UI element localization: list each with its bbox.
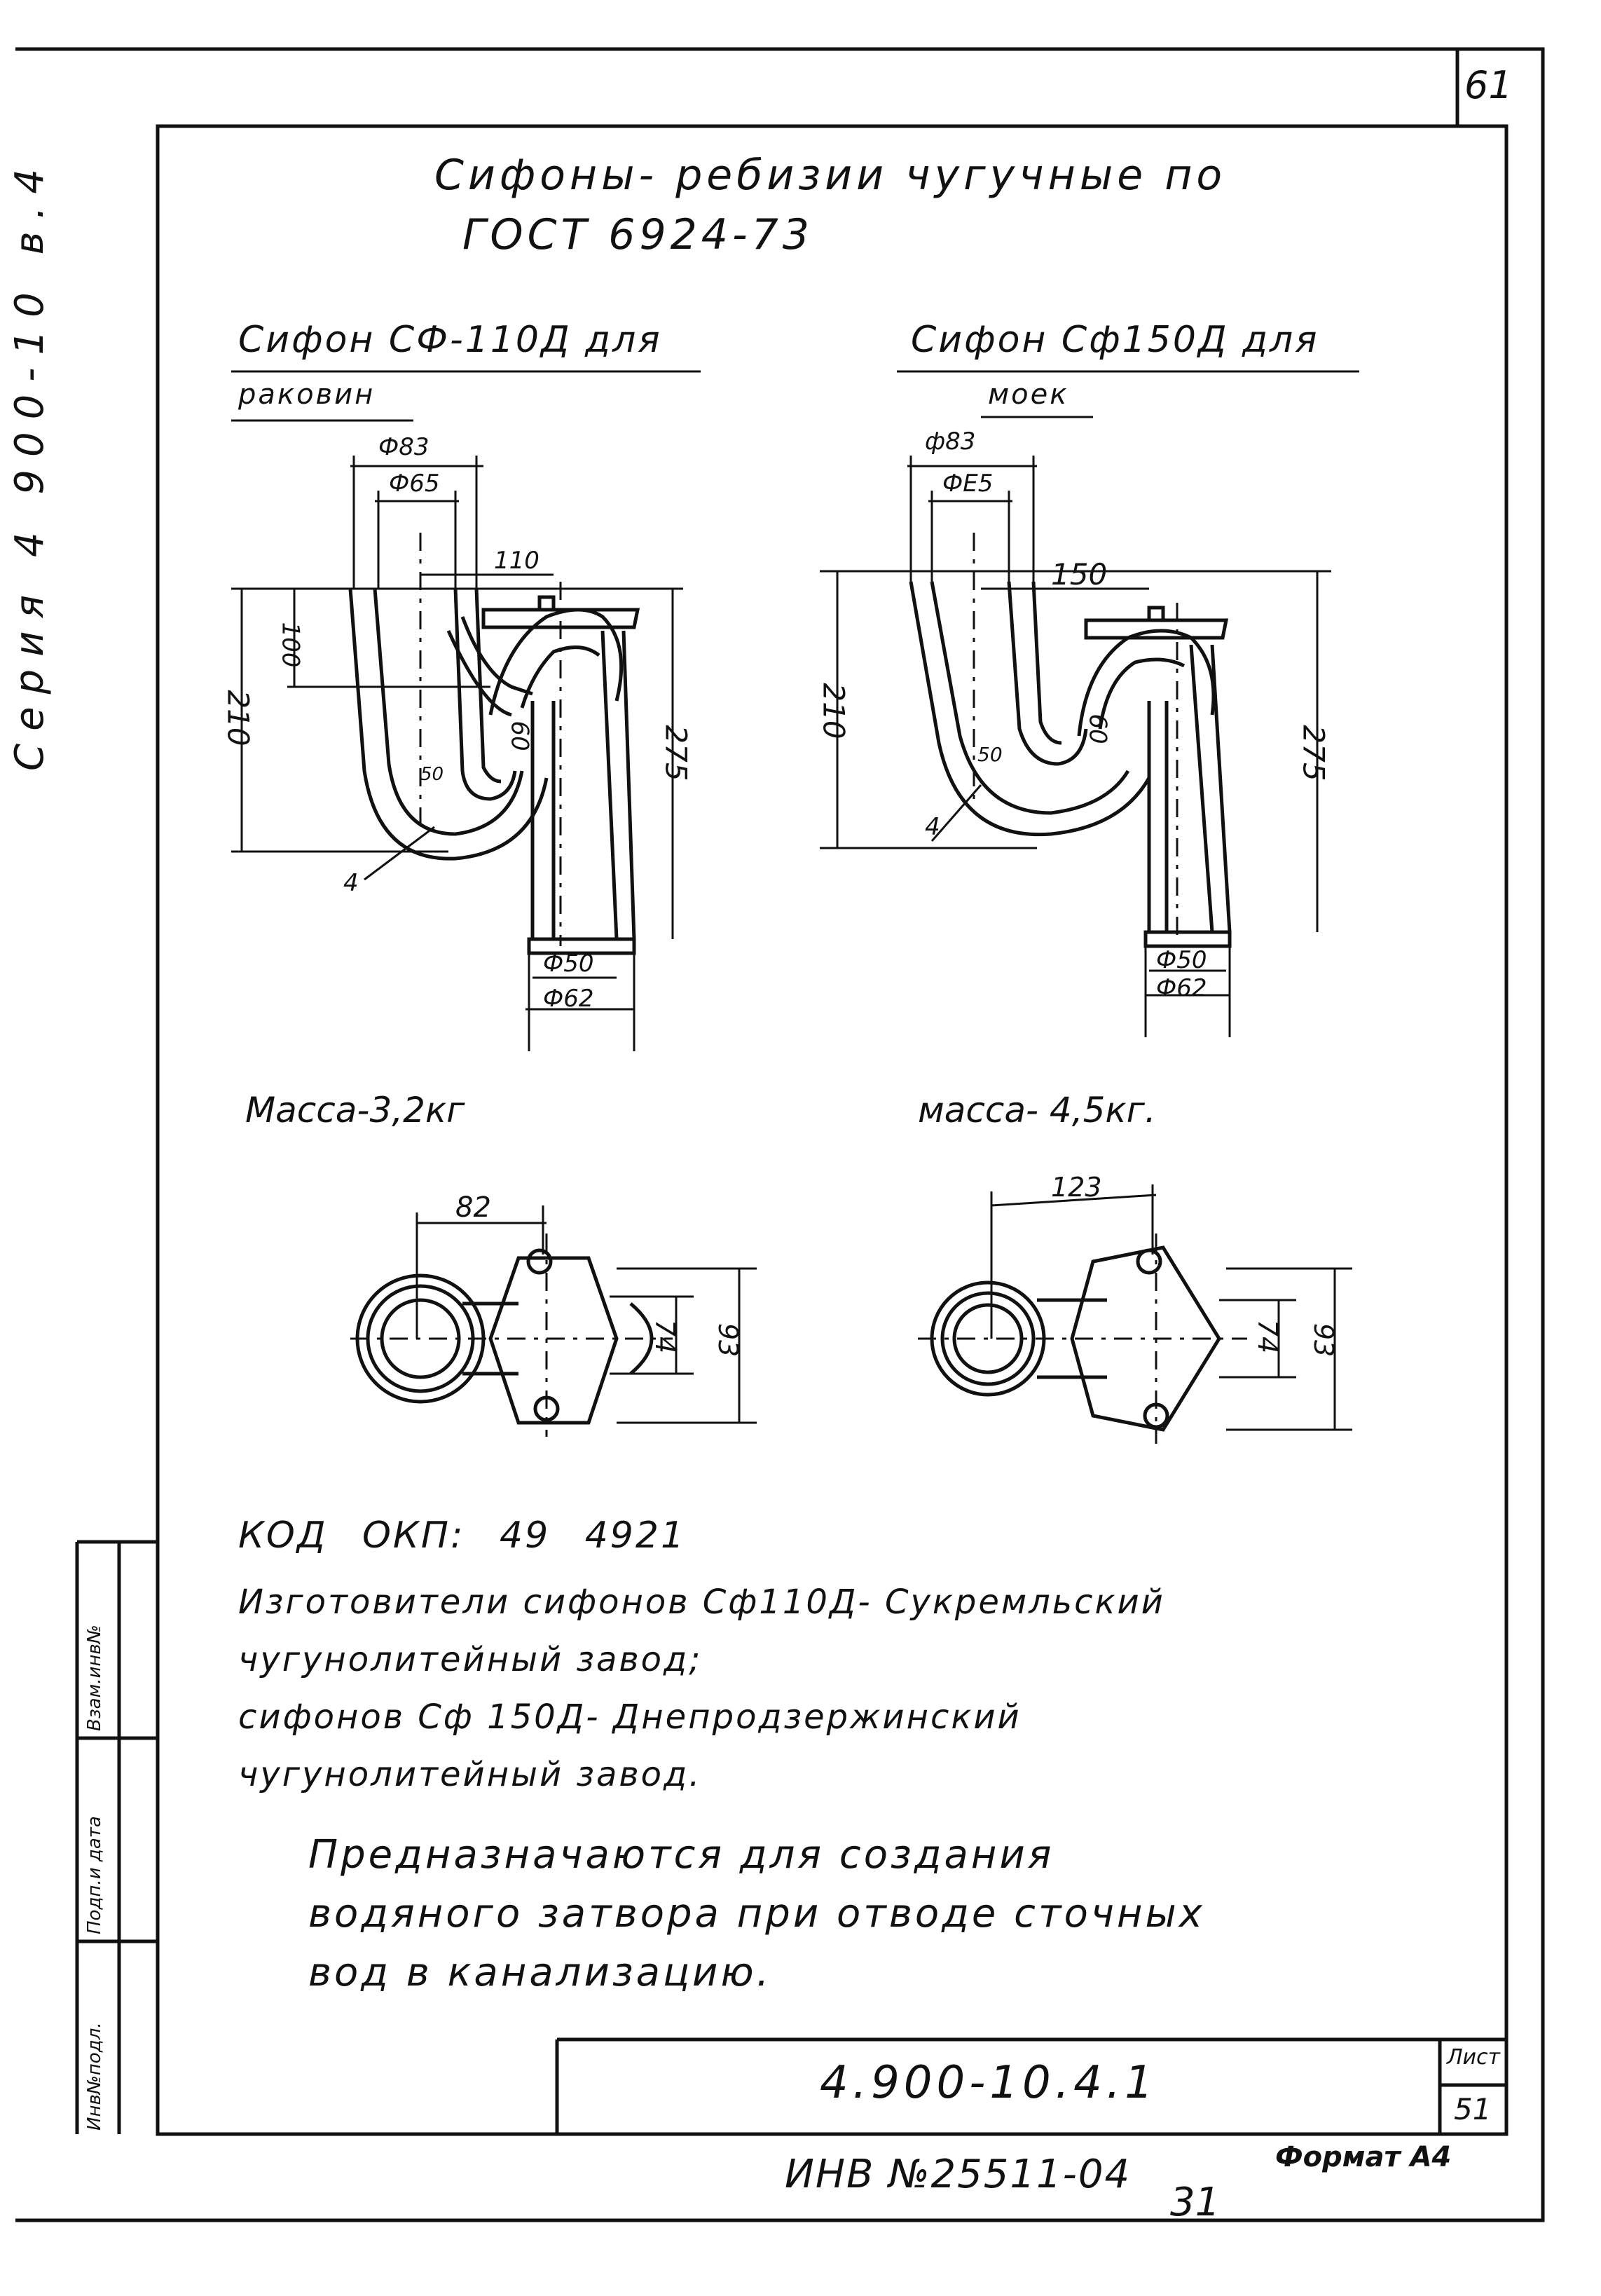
doc-number: 4.900-10.4.1 xyxy=(820,2057,1157,2109)
manufacturer-line: чугунолитейный завод; xyxy=(238,1640,703,1679)
manufacturer-line: чугунолитейный завод. xyxy=(238,1755,702,1794)
right-siphon-dimensions xyxy=(820,456,1331,1037)
purpose-line: вод в канализацию. xyxy=(308,1950,772,1995)
right-dim-4: 4 xyxy=(925,813,940,841)
left-siphon-drawing xyxy=(348,588,640,955)
left-dim-210: 210 xyxy=(221,690,256,746)
left-dim-50: 50 xyxy=(420,764,444,785)
stamp-podp-data: Подп.и дата xyxy=(84,1816,105,1934)
manufacturer-line: сифонов Сф 150Д- Днепродзержинский xyxy=(238,1697,1022,1737)
purpose-block: Предназначаются для создания водяного за… xyxy=(308,1826,1205,2002)
page-number: 61 xyxy=(1464,63,1513,107)
manufacturer-line: Изготовители сифонов Сф110Д- Сукремльски… xyxy=(238,1583,1165,1622)
inventory-extra: 31 xyxy=(1170,2180,1221,2225)
left-dim-d50: Ф50 xyxy=(543,950,594,978)
purpose-line: Предназначаются для создания xyxy=(308,1832,1054,1878)
okp-code: КОД ОКП: 49 4921 xyxy=(238,1515,687,1557)
stamp-column xyxy=(75,1540,158,2134)
page-title-gost: ГОСТ 6924-73 xyxy=(462,210,813,259)
left-plan-74: 74 xyxy=(650,1319,681,1354)
left-plan-93: 93 xyxy=(713,1323,744,1358)
stamp-inv-podl: Инв№подл. xyxy=(84,2022,105,2131)
format-label: Формат А4 xyxy=(1275,2141,1452,2173)
right-dim-d65: ФЕ5 xyxy=(942,470,994,498)
left-dim-60: 60 xyxy=(505,720,534,751)
right-caption-sub: моек xyxy=(988,378,1069,411)
right-dim-150: 150 xyxy=(1051,557,1108,592)
inventory-number: ИНВ №25511-04 xyxy=(785,2152,1132,2197)
left-dim-d83: Ф83 xyxy=(378,433,430,461)
left-dim-275: 275 xyxy=(659,725,694,781)
left-caption-sub: раковин xyxy=(238,378,376,411)
right-dim-275: 275 xyxy=(1296,725,1331,781)
inner-frame xyxy=(156,124,1509,2136)
title-block xyxy=(555,2037,1506,2134)
page-title: Сифоны- ребизии чугучные по xyxy=(434,151,1227,200)
left-siphon-dimensions xyxy=(231,456,683,1051)
left-plan-view xyxy=(355,1248,654,1425)
sheet-number: 51 xyxy=(1454,2092,1492,2126)
left-mass: Масса-3,2кг xyxy=(245,1090,465,1130)
right-plan-93: 93 xyxy=(1308,1323,1340,1358)
right-dim-d83: ф83 xyxy=(925,428,976,456)
outer-frame xyxy=(15,47,1545,2222)
right-dim-d50: Ф50 xyxy=(1156,946,1207,974)
left-dim-d62: Ф62 xyxy=(543,985,594,1013)
right-dim-210: 210 xyxy=(816,683,851,739)
stamp-vzam-inv: Взам.инв№ xyxy=(84,1625,105,1731)
left-plan-82: 82 xyxy=(455,1191,491,1224)
right-plan-74: 74 xyxy=(1252,1319,1284,1354)
purpose-line: водяного затвора при отводе сточных xyxy=(308,1891,1205,1936)
right-plan-123: 123 xyxy=(1051,1172,1102,1203)
manufacturers-block: Изготовители сифонов Сф110Д- Сукремльски… xyxy=(238,1573,1165,1803)
right-dim-50: 50 xyxy=(977,743,1003,766)
left-dim-100: 100 xyxy=(276,622,305,668)
left-dim-110: 110 xyxy=(494,547,540,575)
right-caption: Сифон Сф150Д для xyxy=(911,319,1319,361)
left-dim-d65: Ф65 xyxy=(389,470,440,498)
right-dim-d62: Ф62 xyxy=(1156,974,1207,1002)
side-series: Серия 4 900-10 в.4 xyxy=(7,156,53,771)
right-dim-60: 60 xyxy=(1083,713,1112,744)
right-mass: масса- 4,5кг. xyxy=(918,1090,1156,1130)
right-siphon-drawing xyxy=(909,581,1232,948)
left-dim-4: 4 xyxy=(343,869,359,897)
sheet-label: Лист xyxy=(1447,2045,1501,2070)
left-caption: Сифон СФ-110Д для xyxy=(238,319,662,361)
